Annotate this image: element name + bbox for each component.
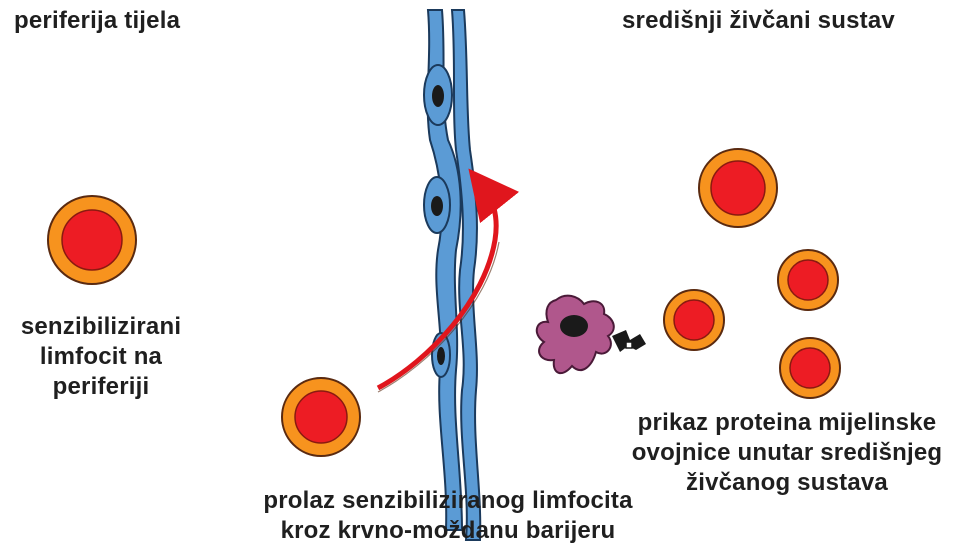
blood-brain-barrier xyxy=(424,10,480,540)
myelin-protein-bit xyxy=(626,342,632,348)
crossing-caption: prolaz senzibiliziranog limfocita kroz k… xyxy=(228,486,668,546)
nucleus-3 xyxy=(437,347,445,365)
caption-line: živčanog sustava xyxy=(612,468,962,498)
lymphocyte-cns-3 xyxy=(664,290,724,350)
antigen-presenting-cell xyxy=(537,296,646,373)
lymphocyte-crossing xyxy=(282,378,360,456)
lymphocyte-cns-1 xyxy=(699,149,777,227)
cns-header: središnji živčani sustav xyxy=(622,6,895,36)
caption-line: limfocit na xyxy=(6,342,196,372)
lymphocyte-cns-4 xyxy=(780,338,840,398)
sensitized-lymphocyte-caption: senzibilizirani limfocit na periferiji xyxy=(6,312,196,402)
lymphocyte-cns-2 xyxy=(778,250,838,310)
myelin-presentation-caption: prikaz proteina mijelinske ovojnice unut… xyxy=(612,408,962,498)
nucleus-2 xyxy=(431,196,443,216)
caption-line: senzibilizirani xyxy=(6,312,196,342)
caption-line: periferiji xyxy=(6,372,196,402)
nucleus-1 xyxy=(432,85,444,107)
lymphocyte-periphery xyxy=(48,196,136,284)
caption-line: prikaz proteina mijelinske xyxy=(612,408,962,438)
caption-line: ovojnice unutar središnjeg xyxy=(612,438,962,468)
caption-line: kroz krvno-moždanu barijeru xyxy=(228,516,668,546)
apc-nucleus xyxy=(560,315,588,337)
periphery-header: periferija tijela xyxy=(14,6,180,36)
caption-line: prolaz senzibiliziranog limfocita xyxy=(228,486,668,516)
